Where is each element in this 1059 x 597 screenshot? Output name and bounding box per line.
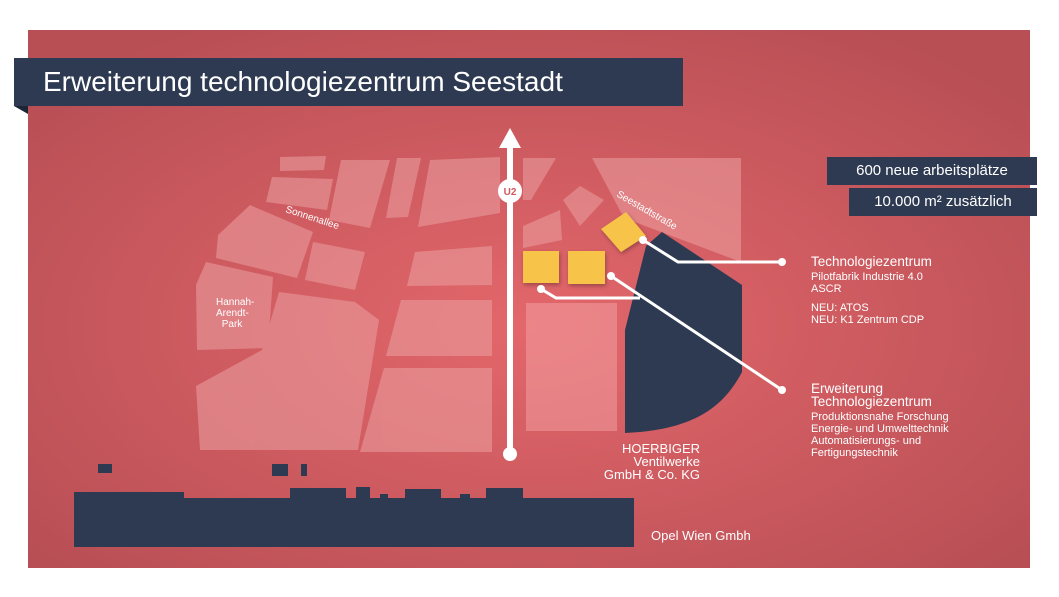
park-label: Hannah- Arendt- Park [216,297,255,330]
erweiterung-heading: Erweiterung [811,381,884,396]
block [280,156,326,171]
block [563,186,604,226]
city-blocks [196,156,741,452]
erweiterung-building-1 [523,251,559,283]
hoerbiger-label-line: HOERBIGER Ventilwerke [621,441,700,469]
block [266,177,333,210]
info-line: NEU: ATOS [811,302,869,314]
title-fold [14,106,28,114]
block [360,368,492,452]
opel-label: Opel Wien Gmbh [651,528,751,543]
block [592,158,741,262]
stat-area: 10.000 m² zusätzlich [849,188,1037,216]
block [305,242,365,290]
stat-jobs: 600 neue arbeitsplätze [827,157,1037,185]
block [386,158,421,218]
callout-dots [537,236,786,394]
block [523,210,562,248]
technologiezentrum-heading: Technologiezentrum [811,254,932,269]
park-label-line: Arendt- [216,308,249,319]
info-line: NEU: K1 Zentrum CDP [811,314,925,326]
callout-lines [540,238,783,392]
opel-site [74,464,634,547]
block [407,246,492,286]
park-label-line: Park [221,319,243,330]
u2-label: U2 [504,187,517,198]
block [329,160,390,228]
erweiterung-building-2 [568,251,605,284]
block [526,303,617,431]
block [418,157,500,227]
hoerbiger-label-line: GmbH & Co. KG [603,467,700,482]
u2-metro-line: U2 [498,128,522,461]
hoerbiger-site [625,232,742,433]
info-line: Produktionsnahe Forschung [811,411,949,423]
info-line: ASCR [811,283,842,295]
page-title: Erweiterung technologiezentrum Seestadt [14,58,683,106]
info-line: Energie- und Umwelttechnik [811,423,949,435]
erweiterung-info: Erweiterung Technologiezentrum Produktio… [811,382,949,459]
block [386,300,492,356]
buildings [523,212,646,284]
park-label-line: Hannah- [216,297,255,308]
block [196,292,379,450]
info-line: Pilotfabrik Industrie 4.0 [811,271,923,283]
technologiezentrum-info: Technologiezentrum Pilotfabrik Industrie… [811,255,932,326]
technologiezentrum-building [601,212,646,252]
block [196,262,273,350]
hoerbiger-label: HOERBIGER Ventilwerke GmbH & Co. KG [560,442,700,481]
map-background [28,30,1030,568]
block [216,205,313,278]
arrow-up-icon [499,128,521,148]
block [523,158,556,200]
info-line: Automatisierungs- und [811,435,922,447]
info-line: Fertigungstechnik [811,447,898,459]
erweiterung-heading: Technologiezentrum [811,394,932,409]
